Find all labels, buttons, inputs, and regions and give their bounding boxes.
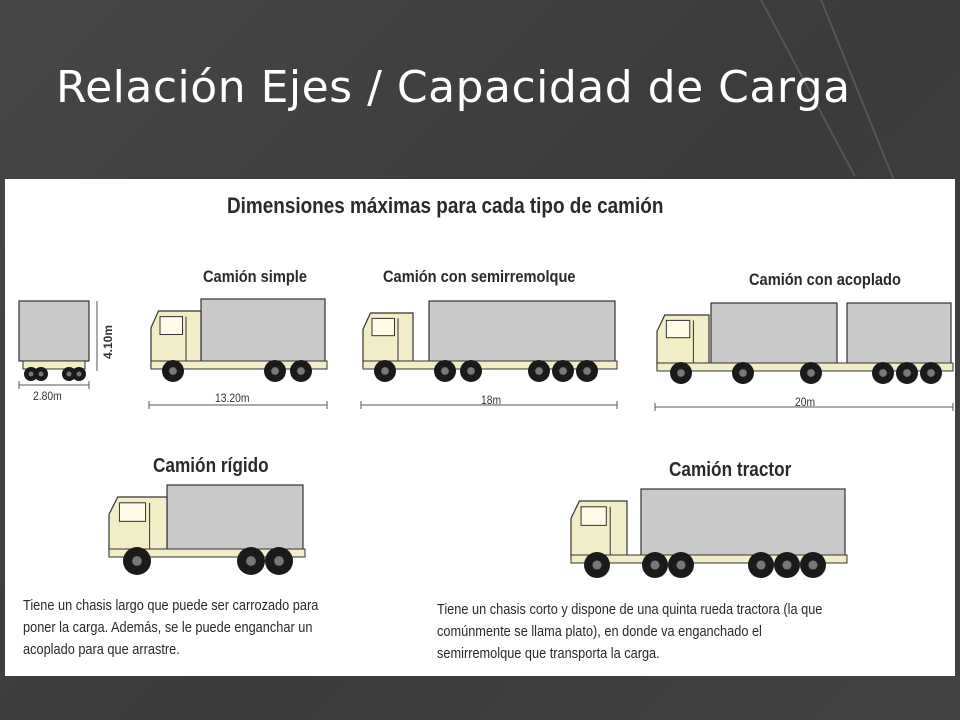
cargo-box xyxy=(200,298,326,368)
chassis xyxy=(570,554,848,564)
wheel-hub xyxy=(756,560,766,570)
wheel-hub xyxy=(274,556,284,566)
width-dimension-label: 2.80m xyxy=(33,389,62,403)
wheel-hub xyxy=(381,367,389,375)
wheel-hub xyxy=(739,369,747,377)
truck-label-semitrailer: Camión con semirremolque xyxy=(383,267,576,286)
rear-bumper xyxy=(22,360,86,370)
wheel-hub xyxy=(76,371,82,377)
wheel-hub xyxy=(927,369,935,377)
wheel-hub xyxy=(169,367,177,375)
wheel-hub xyxy=(66,371,72,377)
wheel-hub xyxy=(297,367,305,375)
slide-title: Relación Ejes / Capacidad de Carga xyxy=(56,62,851,113)
wheel-hub xyxy=(559,367,567,375)
description-line: Tiene un chasis largo que puede ser carr… xyxy=(23,598,319,614)
truck-dimensions-figure: Dimensiones máximas para cada tipo de ca… xyxy=(5,179,955,676)
wheel-hub xyxy=(28,371,34,377)
wheel-hub xyxy=(677,369,685,377)
rigid-truck-description: Tiene un chasis largo que puede ser carr… xyxy=(23,595,318,661)
wheel-hub xyxy=(246,556,256,566)
length-label-semitrailer: 18m xyxy=(481,393,502,407)
rigid-truck-label: Camión rígido xyxy=(153,455,269,477)
chassis xyxy=(108,548,306,558)
cargo-box xyxy=(640,488,846,562)
wheel-hub xyxy=(808,560,818,570)
description-line: semirremolque que transporta la carga. xyxy=(437,646,660,662)
length-label-trailer: 20m xyxy=(795,395,816,409)
wheel-hub xyxy=(903,369,911,377)
tractor-truck-label: Camión tractor xyxy=(669,459,792,481)
cab-window xyxy=(159,316,183,336)
cab-window xyxy=(665,319,691,339)
description-line: acoplado para que arrastre. xyxy=(23,642,180,658)
figure-heading: Dimensiones máximas para cada tipo de ca… xyxy=(227,193,664,218)
cargo-box xyxy=(18,300,90,362)
wheel-hub xyxy=(583,367,591,375)
wheel-hub xyxy=(782,560,792,570)
wheel-hub xyxy=(535,367,543,375)
chassis xyxy=(150,360,328,370)
tractor-truck-description: Tiene un chasis corto y dispone de una q… xyxy=(437,599,822,665)
cargo-box xyxy=(166,484,304,556)
wheel-hub xyxy=(676,560,686,570)
description-line: Tiene un chasis corto y dispone de una q… xyxy=(437,602,823,618)
length-label-simple: 13.20m xyxy=(215,391,250,405)
cab-window xyxy=(118,502,147,522)
cab-window xyxy=(580,506,607,526)
cargo-box xyxy=(846,302,952,370)
wheel-hub xyxy=(271,367,279,375)
wheel-hub xyxy=(807,369,815,377)
wheel-hub xyxy=(879,369,887,377)
truck-label-simple: Camión simple xyxy=(203,267,307,286)
truck-drawings xyxy=(18,298,954,578)
cargo-box xyxy=(710,302,838,370)
wheel-hub xyxy=(441,367,449,375)
description-line: comúnmente se llama plato), en donde va … xyxy=(437,624,762,640)
height-dimension-label: 4.10m xyxy=(101,324,115,359)
wheel-hub xyxy=(132,556,142,566)
wheel-hub xyxy=(592,560,602,570)
wheel-hub xyxy=(650,560,660,570)
description-line: poner la carga. Además, se le puede enga… xyxy=(23,620,313,636)
truck-label-trailer: Camión con acoplado xyxy=(749,270,901,289)
cargo-box xyxy=(428,300,616,368)
cab-window xyxy=(371,317,395,337)
wheel-hub xyxy=(467,367,475,375)
wheel-hub xyxy=(38,371,44,377)
chassis xyxy=(362,360,618,370)
